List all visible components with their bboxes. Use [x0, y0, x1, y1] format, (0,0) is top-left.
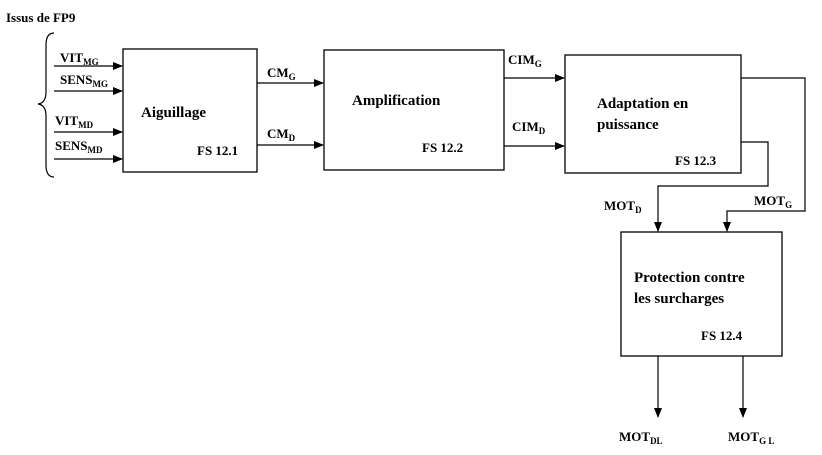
input-brace [37, 32, 55, 178]
block-adaptation-title-line2: puissance [597, 117, 659, 133]
svg-text:CIMD: CIMD [512, 119, 546, 136]
block-amplification-code: FS 12.2 [422, 140, 463, 155]
signal-cm-g: CMG [257, 65, 324, 87]
svg-text:SENSMD: SENSMD [55, 138, 103, 155]
signal-mot-g-wire [723, 77, 806, 232]
block-protection: Protection contre les surcharges FS 12.4 [620, 231, 783, 357]
output-mot-gl: MOTG L [728, 356, 774, 446]
source-label: Issus de FP9 [6, 10, 76, 25]
signal-cim-g: CIMG [504, 52, 565, 82]
svg-text:MOTD: MOTD [604, 198, 642, 215]
signal-mot-d: MOTD [604, 141, 769, 232]
input-sens-md: SENSMD [54, 138, 123, 163]
svg-text:VITMD: VITMD [55, 113, 94, 130]
block-adaptation-code: FS 12.3 [675, 153, 717, 168]
block-adaptation: Adaptation en puissance FS 12.3 [564, 54, 742, 174]
block-protection-title-line1: Protection contre [634, 270, 745, 286]
block-protection-title-line2: les surcharges [634, 291, 724, 307]
input-sens-mg: SENSMG [54, 72, 123, 95]
output-mot-dl: MOTDL [619, 356, 663, 446]
block-aiguillage-title: Aiguillage [141, 105, 206, 121]
svg-text:MOTDL: MOTDL [619, 429, 663, 446]
input-vit-mg: VITMG [54, 50, 123, 70]
svg-text:VITMG: VITMG [60, 50, 99, 67]
svg-text:CMG: CMG [267, 65, 296, 82]
signal-mot-g: MOTG [723, 77, 806, 232]
input-vit-md: VITMD [54, 113, 123, 136]
block-adaptation-title-line1: Adaptation en [597, 96, 689, 112]
svg-text:CIMG: CIMG [508, 52, 542, 69]
svg-text:CMD: CMD [267, 126, 296, 143]
svg-text:MOTG L: MOTG L [728, 429, 774, 446]
block-aiguillage-code: FS 12.1 [197, 143, 238, 158]
block-amplification-title: Amplification [352, 93, 441, 109]
block-aiguillage: Aiguillage FS 12.1 [122, 48, 258, 173]
signal-mot-d-wire [654, 141, 769, 232]
svg-text:MOTG: MOTG [754, 193, 792, 210]
signal-cim-d: CIMD [504, 119, 565, 150]
svg-text:SENSMG: SENSMG [60, 72, 108, 89]
block-protection-code: FS 12.4 [701, 328, 743, 343]
block-amplification: Amplification FS 12.2 [323, 49, 505, 171]
signal-cm-d: CMD [257, 126, 324, 149]
